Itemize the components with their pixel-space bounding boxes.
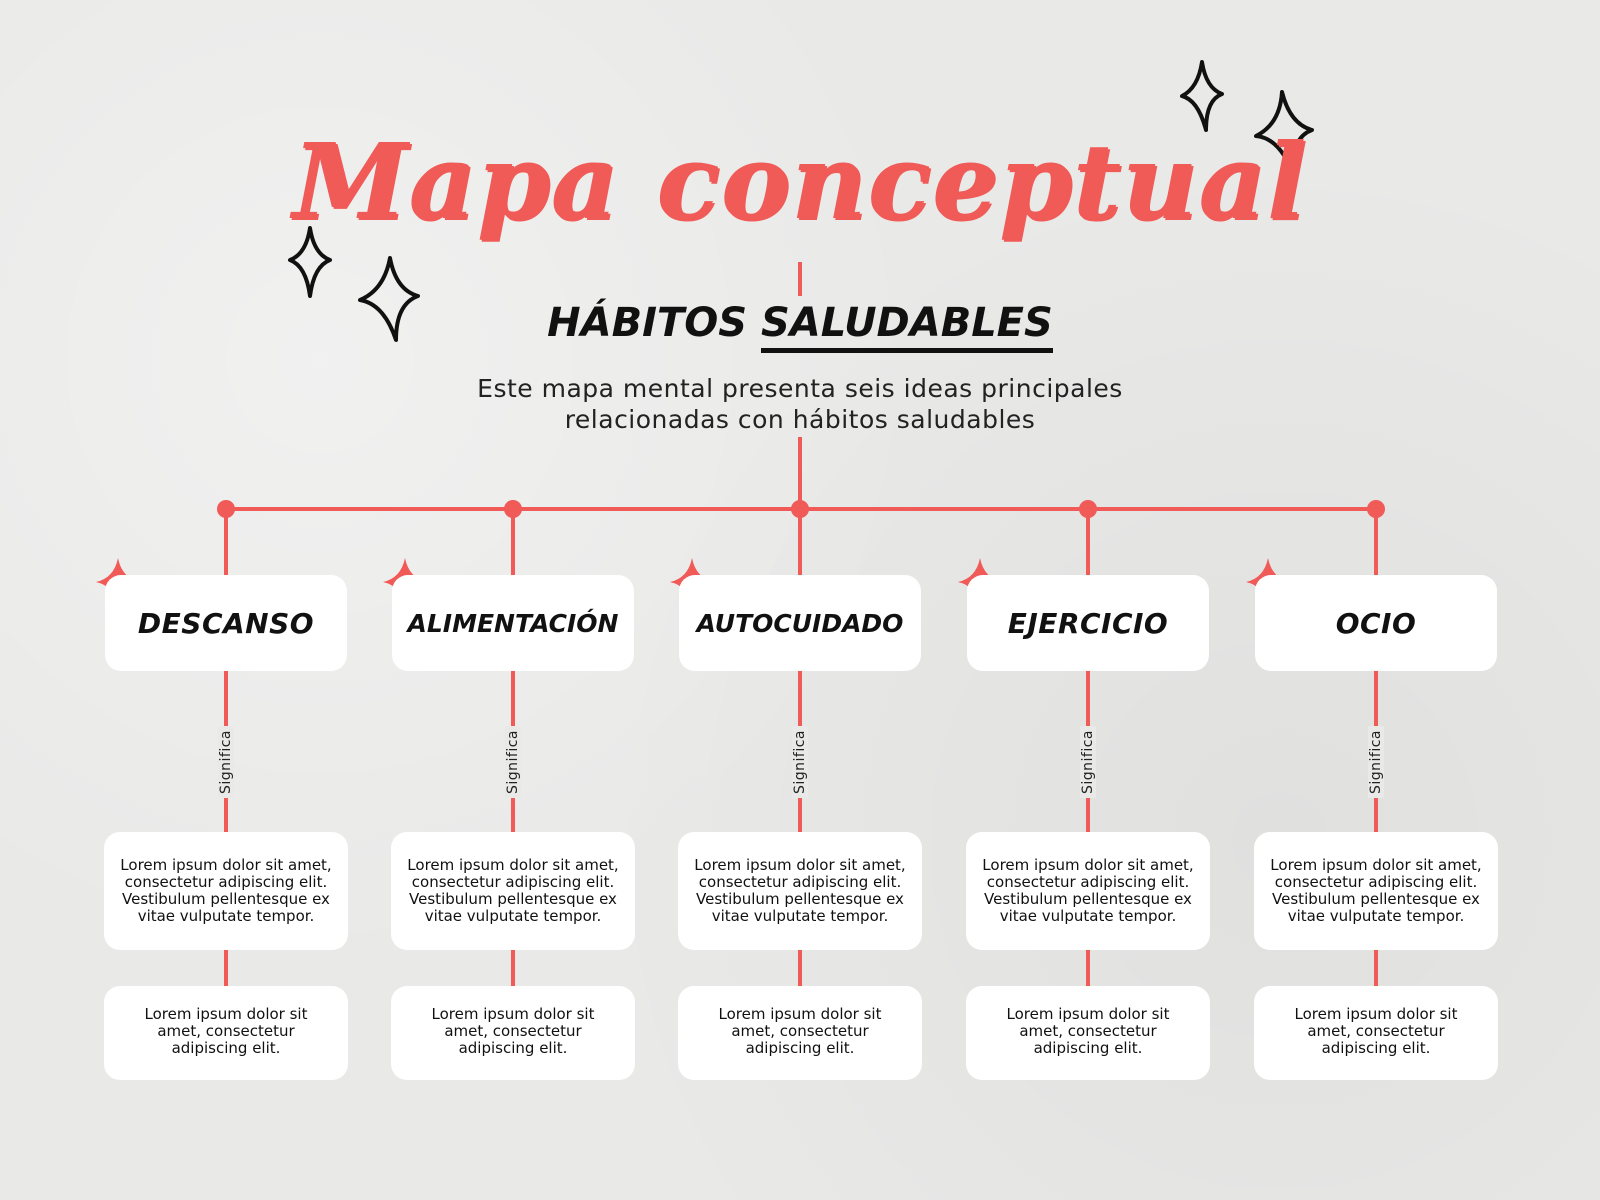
concept-card-autocuidado: AUTOCUIDADO xyxy=(679,575,921,671)
topic-heading-part1: HÁBITOS xyxy=(547,300,761,346)
link-label: Significa xyxy=(216,702,236,822)
sparkle-outline-icon xyxy=(1254,90,1314,178)
detail-card: Lorem ipsum dolor sit amet, consectetur … xyxy=(104,832,348,950)
link-label: Significa xyxy=(503,702,523,822)
branch-node-2 xyxy=(504,500,522,518)
link-label: Significa xyxy=(1078,702,1098,822)
topic-heading: HÁBITOS SALUDABLES xyxy=(0,300,1600,353)
branch-node-4 xyxy=(1079,500,1097,518)
detail-card: Lorem ipsum dolor sit amet, consectetur … xyxy=(678,832,922,950)
concept-label: AUTOCUIDADO xyxy=(696,608,904,638)
detail-card: Lorem ipsum dolor sit amet, consectetur … xyxy=(966,832,1210,950)
concept-card-ejercicio: EJERCICIO xyxy=(967,575,1209,671)
note-card: Lorem ipsum dolor sit amet, consectetur … xyxy=(104,986,348,1080)
link-label: Significa xyxy=(790,702,810,822)
branch-node-1 xyxy=(217,500,235,518)
concept-label: OCIO xyxy=(1335,606,1417,640)
concept-label: ALIMENTACIÓN xyxy=(407,608,619,638)
note-card: Lorem ipsum dolor sit amet, consectetur … xyxy=(678,986,922,1080)
detail-card: Lorem ipsum dolor sit amet, consectetur … xyxy=(391,832,635,950)
concept-card-descanso: DESCANSO xyxy=(105,575,347,671)
topic-heading-part2: SALUDABLES xyxy=(761,300,1053,353)
branch-node-3 xyxy=(791,500,809,518)
map-description: Este mapa mental presenta seis ideas pri… xyxy=(477,374,1123,434)
link-label: Significa xyxy=(1366,702,1386,822)
page-title: Mapa conceptual xyxy=(292,120,1308,243)
note-card: Lorem ipsum dolor sit amet, consectetur … xyxy=(966,986,1210,1080)
concept-card-ocio: OCIO xyxy=(1255,575,1497,671)
sparkle-outline-icon xyxy=(358,256,420,342)
concept-label: DESCANSO xyxy=(137,606,315,640)
sparkle-outline-icon xyxy=(1180,60,1224,132)
branch-node-5 xyxy=(1367,500,1385,518)
concept-label: EJERCICIO xyxy=(1007,606,1169,640)
detail-card: Lorem ipsum dolor sit amet, consectetur … xyxy=(1254,832,1498,950)
note-card: Lorem ipsum dolor sit amet, consectetur … xyxy=(391,986,635,1080)
sparkle-outline-icon xyxy=(288,226,332,298)
concept-card-alimentacion: ALIMENTACIÓN xyxy=(392,575,634,671)
note-card: Lorem ipsum dolor sit amet, consectetur … xyxy=(1254,986,1498,1080)
